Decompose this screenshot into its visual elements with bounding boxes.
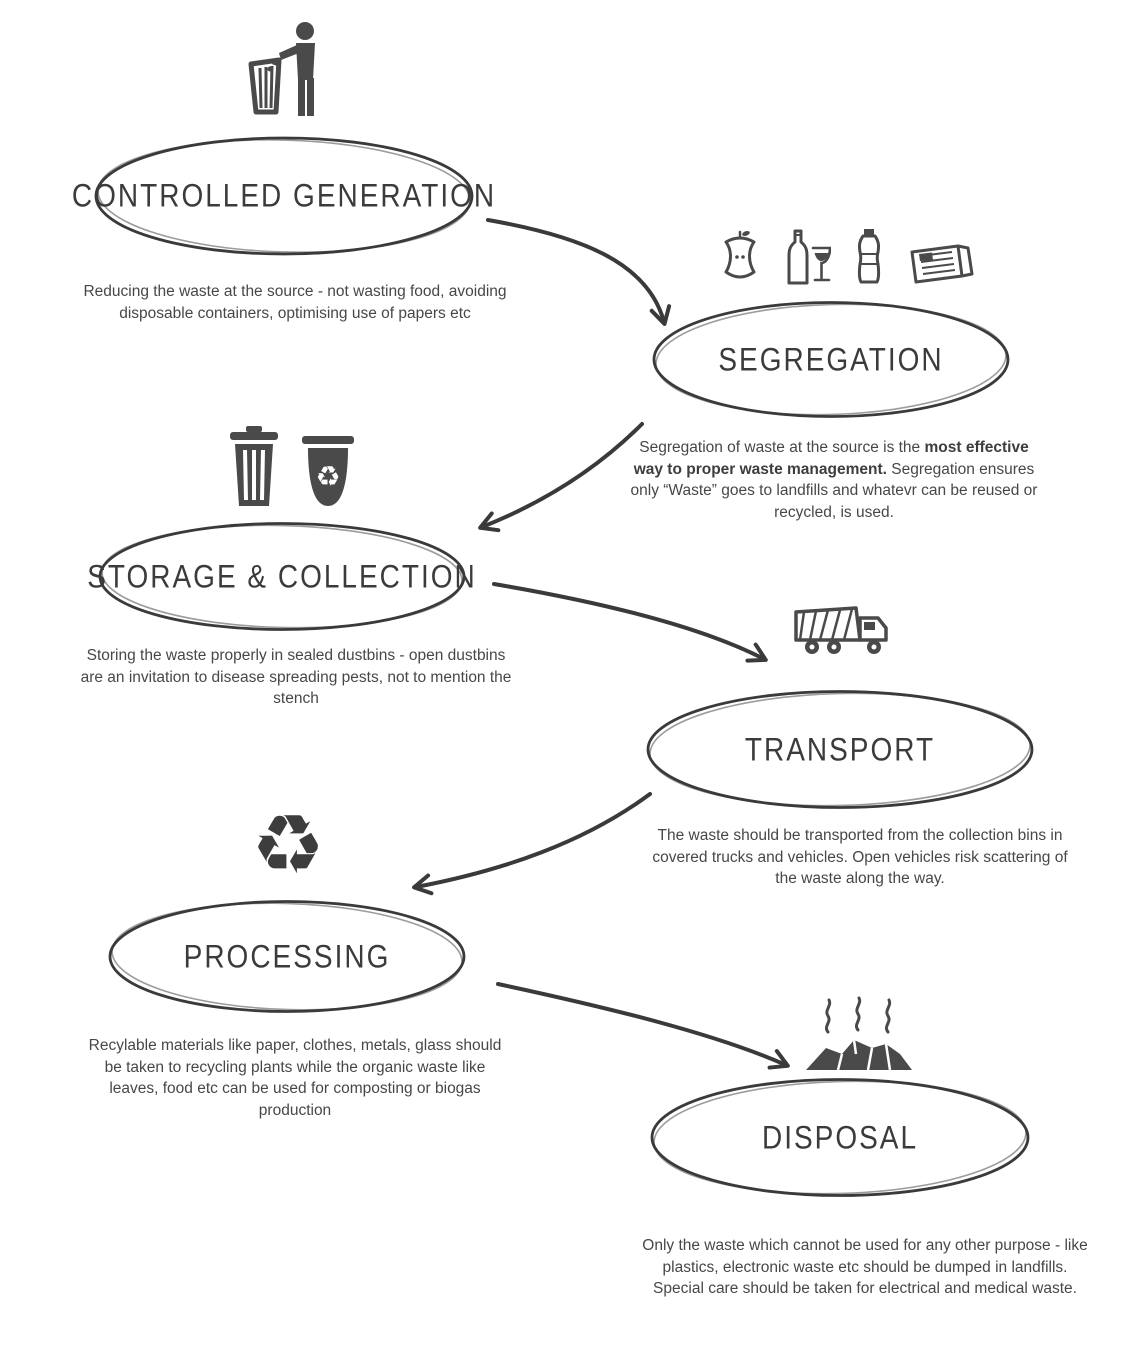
segregation-bubble: SEGREGATION	[650, 296, 1012, 423]
dustbins-icon: ♻	[224, 426, 362, 510]
recycle-glyph: ♻	[251, 800, 325, 891]
arrow-segregation-to-storage	[478, 422, 644, 533]
controlled-generation-bubble: CONTROLLED GENERATION	[72, 130, 494, 262]
disposal-bubble: DISPOSAL	[648, 1073, 1032, 1202]
apple-core-icon	[724, 230, 756, 279]
storage-collection-description: Storing the waste properly in sealed dus…	[80, 647, 512, 708]
segregation-description-bold: most effective way to proper waste manag…	[633, 439, 1029, 478]
transport-bubble: TRANSPORT	[644, 685, 1036, 814]
controlled-generation-title: CONTROLLED GENERATION	[71, 177, 497, 214]
recycle-glyph-on-bin: ♻	[315, 461, 340, 492]
arrow-transport-to-processing	[412, 792, 652, 896]
newspaper-icon	[910, 244, 974, 284]
processing-title: PROCESSING	[183, 938, 391, 974]
processing-bubble: PROCESSING	[106, 895, 468, 1018]
transport-title: TRANSPORT	[744, 731, 936, 767]
arrow-generation-to-segregation	[486, 218, 672, 326]
segregation-description-pre: Segregation of waste at the source is th…	[639, 439, 925, 456]
segregation-description: Segregation of waste at the source is th…	[626, 437, 1042, 524]
disposal-description: Only the waste which cannot be used for …	[642, 1237, 1088, 1298]
segregation-icons	[720, 222, 976, 286]
landfill-pile-icon	[798, 996, 920, 1074]
storage-collection-title: STORAGE & COLLECTION	[87, 558, 477, 594]
garbage-truck-icon	[790, 600, 904, 660]
controlled-generation-description: Reducing the waste at the source - not w…	[83, 283, 507, 322]
segregation-description-post: Segregation ensures only “Waste” goes to…	[630, 460, 1038, 522]
recycling-symbol-icon: ♻	[244, 802, 332, 890]
processing-description: Recylable materials like paper, clothes,…	[88, 1037, 502, 1120]
person-throwing-trash-icon	[243, 20, 343, 120]
segregation-title: SEGREGATION	[718, 341, 944, 377]
storage-collection-bubble: STORAGE & COLLECTION	[87, 517, 475, 636]
arrow-storage-to-transport	[492, 582, 768, 663]
wine-bottle-glass-icon	[787, 229, 831, 285]
arrow-processing-to-disposal	[496, 982, 790, 1070]
water-bottle-icon	[858, 229, 881, 284]
transport-description: The waste should be transported from the…	[652, 827, 1068, 888]
disposal-title: DISPOSAL	[761, 1119, 919, 1155]
